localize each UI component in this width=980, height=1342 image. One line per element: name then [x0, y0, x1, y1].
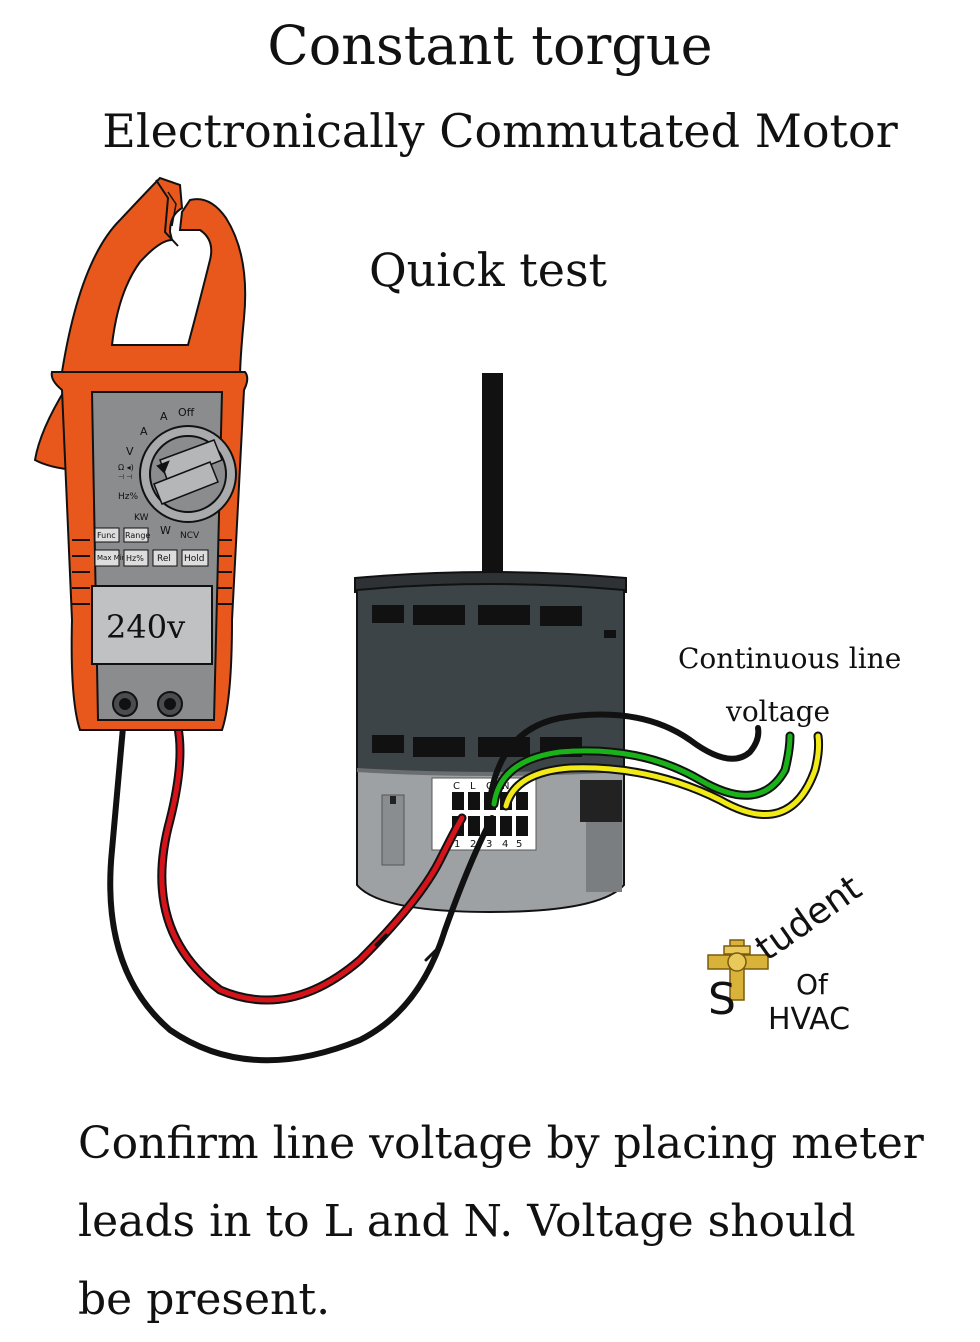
- caption-line-1: Confirm line voltage by placing meter: [78, 1118, 924, 1169]
- caption-line-2: leads in to L and N. Voltage should: [78, 1196, 856, 1247]
- black-test-lead: [107, 702, 495, 1064]
- rel-button-label: Rel: [157, 554, 171, 564]
- maxmin-button-label: Max Min: [97, 554, 126, 562]
- dial-label-diode: ⊣ ⊣: [118, 473, 132, 481]
- valve-icon: [707, 939, 769, 1001]
- meter-leads: [107, 700, 495, 1064]
- meter-display-reading: 240v: [106, 608, 185, 646]
- title-line-1: Constant torgue: [267, 14, 713, 77]
- motor-vents: [372, 605, 616, 757]
- terminal-label-2: 2: [470, 839, 476, 850]
- hz-button-label: Hz%: [126, 554, 144, 563]
- black-supply-wire: [487, 711, 762, 803]
- terminal-label-3: 3: [486, 839, 492, 850]
- caption-line-3: be present.: [78, 1274, 331, 1325]
- dial-label-ncv: NCV: [180, 531, 200, 541]
- terminal-label-4: 4: [502, 839, 508, 850]
- func-button[interactable]: [94, 527, 120, 543]
- hold-button[interactable]: [181, 549, 209, 567]
- dial-label-hz: Hz%: [118, 492, 138, 502]
- terminal-label-n: N: [502, 781, 509, 792]
- motor-shaft: [482, 373, 503, 573]
- rel-button[interactable]: [152, 549, 178, 567]
- dial-label-kw: KW: [134, 513, 149, 523]
- dial-label-ohm: Ω ◂): [118, 463, 134, 472]
- motor-side-box: [580, 780, 622, 822]
- dial-label-a-ac: A: [140, 425, 148, 438]
- hz-button[interactable]: [123, 549, 149, 567]
- func-button-label: Func: [97, 531, 116, 540]
- title-line-2: Electronically Commutated Motor: [102, 104, 898, 158]
- range-button-label: Range: [125, 531, 150, 540]
- dial-label-a-dc: A: [160, 410, 168, 423]
- ecm-motor: C L G N 1 2 3 4 5: [354, 373, 627, 914]
- supply-wires: [487, 711, 824, 819]
- meter-jaws: [60, 176, 247, 380]
- title-line-3: Quick test: [368, 243, 608, 297]
- terminal-label-l: L: [470, 781, 476, 792]
- dial-label-v: V: [126, 445, 134, 458]
- dial-label-off: Off: [178, 406, 195, 419]
- logo-letter-s: S: [708, 974, 736, 1025]
- maxmin-button[interactable]: [94, 549, 120, 567]
- logo-of: Of: [796, 968, 828, 1001]
- logo-hvac: HVAC: [768, 1002, 851, 1037]
- range-button[interactable]: [123, 527, 149, 543]
- meter-display-bezel: [91, 585, 213, 665]
- terminal-label-5: 5: [516, 839, 522, 850]
- terminal-label-1: 1: [454, 839, 460, 850]
- dial-label-w: W: [160, 524, 171, 537]
- continuous-voltage-label-line2: voltage: [726, 695, 831, 728]
- clamp-meter: A A Off V Ω ◂) ⊣ ⊣ Hz% KW W NCV Func Ran…: [33, 176, 249, 731]
- instruction-caption: Confirm line voltage by placing meter le…: [78, 1105, 938, 1339]
- terminal-label-c: C: [453, 781, 460, 792]
- continuous-voltage-label-line1: Continuous line: [678, 642, 902, 675]
- hold-button-label: Hold: [184, 554, 205, 564]
